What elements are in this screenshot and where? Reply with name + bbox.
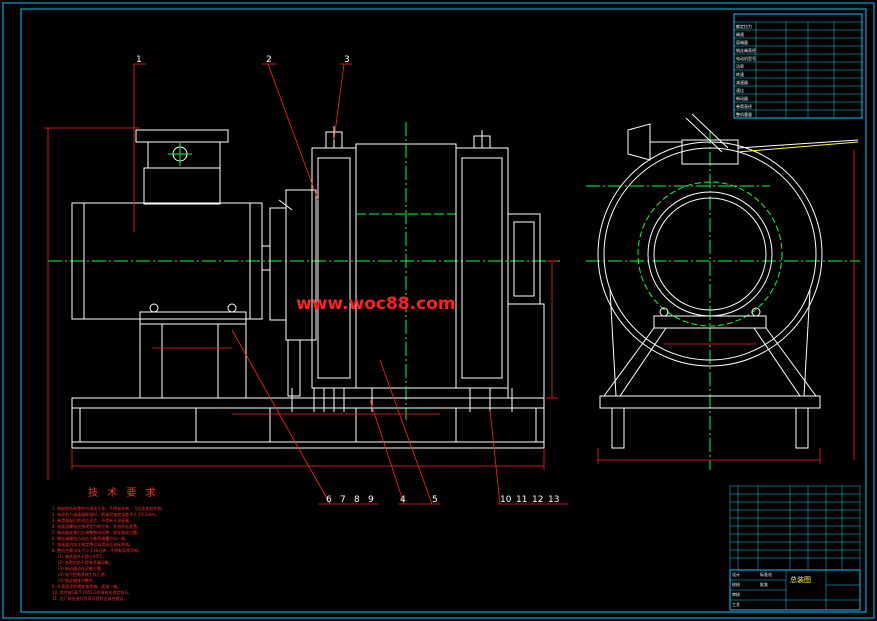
- front-dimensions: [44, 127, 558, 480]
- part-label-11: 11: [516, 495, 527, 505]
- cable-guide: [627, 113, 859, 165]
- base-bolts: [291, 388, 513, 412]
- inner-border: [20, 8, 867, 613]
- title-row: 校核: [732, 581, 740, 587]
- tech-req-line: (1) 轴承温升不超过40°C；: [58, 553, 107, 559]
- tech-params-rows: 额定拉力 绳速 容绳量 钢丝绳直径 电动机型号 功率 转速 减速器 速比 制动器…: [736, 23, 756, 117]
- side-flange-circle: [597, 141, 823, 367]
- tech-req-line: 4. 各紧固螺栓应按规定力矩拧紧，并加防松装置。: [52, 523, 141, 529]
- part-label-8: 8: [354, 495, 360, 505]
- part-label-12: 12: [532, 495, 543, 505]
- tech-requirements: 技 术 要 求 1. 装配前所有零件应清洗干净，不得有毛刺、飞边及其他杂物。 2…: [52, 486, 165, 601]
- drum: [355, 122, 457, 420]
- front-view: [48, 122, 560, 449]
- coupling: [269, 189, 317, 397]
- tech-req-line: (3) 制动器动作灵敏可靠；: [58, 565, 105, 571]
- param-row: 额定拉力: [736, 23, 752, 29]
- watermark: www.woc88.com: [296, 294, 456, 314]
- tech-req-line: 3. 卷筒装配后转动应灵活，不得有卡滞现象。: [52, 517, 133, 523]
- param-row: 钢丝绳直径: [736, 47, 756, 53]
- parts-list: [729, 485, 861, 571]
- part-label-7: 7: [340, 495, 346, 505]
- tech-req-line: (4) 电气控制系统工作正常；: [58, 571, 109, 577]
- title-row: 工艺: [732, 602, 740, 607]
- tech-params-table: 额定拉力 绳速 容绳量 钢丝绳直径 电动机型号 功率 转速 减速器 速比 制动器…: [733, 13, 863, 119]
- param-row: 绳速: [736, 31, 744, 37]
- base-frame: [71, 397, 545, 449]
- tech-requirements-title: 技 术 要 求: [88, 486, 159, 499]
- param-row: 电动机型号: [736, 55, 756, 61]
- part-label-3: 3: [344, 55, 350, 65]
- param-row: 转速: [736, 71, 744, 77]
- tech-req-line: 1. 装配前所有零件应清洗干净，不得有毛刺、飞边及其他杂物。: [52, 505, 165, 511]
- side-support: [599, 289, 821, 449]
- param-row: 卷筒直径: [736, 103, 752, 109]
- part-label-4: 4: [400, 495, 406, 505]
- param-row: 制动器: [736, 95, 748, 101]
- side-view: [586, 113, 860, 470]
- side-dimensions: [597, 150, 855, 464]
- motor: [71, 129, 271, 320]
- part-label-9: 9: [368, 495, 374, 505]
- motor-stand: [139, 303, 247, 399]
- tech-req-line: (5) 钢丝绳排列整齐。: [58, 577, 97, 583]
- part-label-10: 10: [500, 495, 512, 505]
- tech-req-line: 2. 电动机与减速器联接时，两轴同轴度误差不大于0.1mm。: [52, 511, 159, 517]
- title-block: 总装图 设计 校核 审核 工艺 标准化 批准: [729, 569, 861, 611]
- title-row: 审核: [732, 591, 740, 597]
- part-label-1: 1: [136, 55, 142, 65]
- tech-req-line: 5. 制动器安装后应调整制动间隙，保证制动可靠。: [52, 529, 141, 535]
- title-row: 设计: [732, 571, 740, 577]
- leader-lines: [133, 63, 568, 505]
- param-row: 功率: [736, 63, 744, 69]
- title-row: 标准化: [760, 571, 772, 577]
- part-label-13: 13: [548, 495, 559, 505]
- tech-req-line: 9. 外表面涂防锈底漆两遍，面漆一遍。: [52, 583, 121, 589]
- tech-req-line: (2) 各密封处不得有渗漏现象；: [58, 559, 113, 565]
- tech-req-line: 11. 出厂前应进行负荷试验并出具合格证。: [52, 595, 128, 601]
- param-row: 速比: [736, 87, 744, 93]
- tech-req-line: 8. 整机空载试车不少于30分钟，不得有异常声响。: [52, 547, 142, 553]
- tech-req-line: 10. 其余按GB/T 1955-2008有关规定执行。: [52, 589, 132, 595]
- right-flange: [455, 130, 509, 389]
- part-label-5: 5: [432, 495, 438, 505]
- param-row: 容绳量: [736, 39, 748, 45]
- drawing-name: 总装图: [790, 575, 811, 584]
- param-row: 整机重量: [736, 111, 752, 117]
- part-labels: 1 2 3 6 7 8 9 4 5 10 11 12 13: [136, 55, 559, 505]
- title-row: 批准: [760, 581, 768, 587]
- part-label-6a: 6: [326, 495, 332, 505]
- tech-req-line: 6. 钢丝绳缠绕方向应与卷筒绳槽方向一致。: [52, 535, 129, 541]
- part-label-2: 2: [266, 55, 272, 65]
- tech-req-line: 7. 减速器内加注规定牌号润滑油至油标刻线。: [52, 541, 133, 547]
- gearbox: [507, 213, 545, 399]
- left-flange: [311, 126, 357, 389]
- param-row: 减速器: [736, 79, 748, 85]
